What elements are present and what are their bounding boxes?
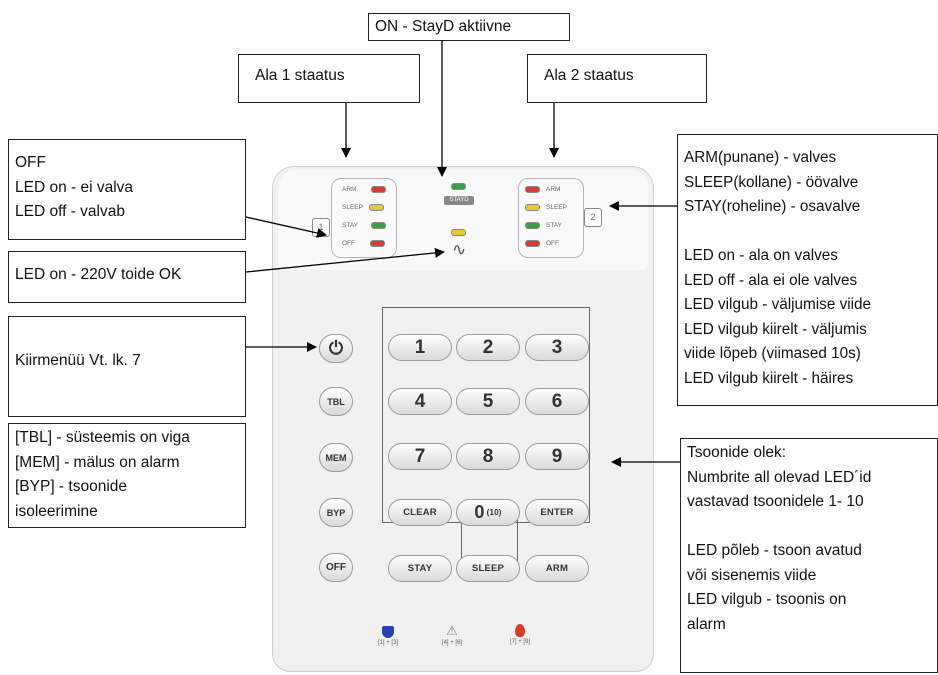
- power-callout: LED on - 220V toide OK: [8, 251, 246, 303]
- zones-info-line-6: või sisenemis viide: [687, 566, 817, 584]
- led-label-off: OFF: [342, 239, 355, 247]
- arm-info-line-3: STAY(roheline) - osavalve: [684, 198, 861, 215]
- zones-info-line-5: LED põleb - tsoon avatud: [687, 542, 862, 559]
- area1-off-led: [370, 239, 385, 247]
- area2-sleep-led: [525, 203, 540, 211]
- arm-info-line-1: ARM(punane) - valves: [684, 149, 837, 166]
- led-label-stay-2: STAY: [546, 221, 563, 229]
- off-callout: OFF LED on - ei valva LED off - valvab: [8, 139, 246, 240]
- enter-button[interactable]: ENTER: [525, 499, 589, 526]
- zones-info-callout: Tsoonide olek: Numbrite all olevad LED´i…: [680, 438, 938, 673]
- led-label-arm: ARM: [342, 185, 357, 193]
- arm-info-line-6: LED off - ala ei ole valves: [684, 271, 858, 289]
- area1-stay-led: [371, 221, 387, 229]
- off-button[interactable]: OFF: [319, 553, 353, 582]
- sleep-button[interactable]: SLEEP: [456, 555, 520, 582]
- arm-info-line-2: SLEEP(kollane) - öövalve: [684, 173, 859, 191]
- arm-info-callout: ARM(punane) - valves SLEEP(kollane) - öö…: [677, 134, 938, 406]
- area1-sleep-led: [368, 203, 384, 211]
- key-5[interactable]: 5: [456, 388, 520, 415]
- quick-menu-button[interactable]: ⏻: [319, 334, 353, 363]
- fire-icon: [515, 624, 525, 637]
- area2-off-led: [525, 239, 540, 247]
- arm-button[interactable]: ARM: [525, 555, 589, 582]
- off-callout-line-2: LED on - ei valva: [15, 178, 134, 196]
- stay-button[interactable]: STAY: [388, 555, 452, 582]
- quick-menu-callout: Kiirmenüü Vt. lk. 7: [8, 316, 246, 417]
- medical-panic-keys: [4] + [6]: [441, 640, 463, 646]
- area2-callout-text: Ala 2 staatus: [544, 67, 634, 84]
- arm-info-line-9: viide lõpeb (viimased 10s): [684, 345, 861, 362]
- arm-info-line-5: LED on - ala on valves: [684, 247, 838, 264]
- key-8[interactable]: 8: [456, 443, 520, 470]
- zones-info-line-2: Numbrite all olevad LED´id: [687, 468, 872, 486]
- key-7[interactable]: 7: [388, 443, 452, 470]
- led-label-stay: STAY: [342, 221, 359, 229]
- arm-info-line-8: LED vilgub kiirelt - väljumis: [684, 320, 867, 338]
- key-0[interactable]: 0(10): [456, 499, 520, 526]
- key-6[interactable]: 6: [525, 388, 589, 415]
- zones-info-line-1: Tsoonide olek:: [687, 444, 787, 461]
- area2-led-group: ARM SLEEP STAY OFF: [518, 178, 584, 258]
- led-label-arm-2: ARM: [546, 185, 561, 193]
- led-label-sleep-2: SLEEP: [546, 203, 567, 211]
- key-2[interactable]: 2: [456, 334, 520, 361]
- key-9[interactable]: 9: [525, 443, 589, 470]
- area1-arm-led: [371, 185, 387, 193]
- power-callout-text: LED on - 220V toide OK: [15, 266, 182, 283]
- key-3[interactable]: 3: [525, 334, 589, 361]
- area2-stay-led: [525, 221, 540, 229]
- function-keys-line-4: isoleerimine: [15, 502, 98, 520]
- led-label-off-2: OFF: [546, 239, 559, 247]
- area2-badge-icon: 2: [584, 208, 602, 227]
- area1-callout-text: Ala 1 staatus: [255, 67, 345, 84]
- fire-panic[interactable]: [7] + [9]: [499, 624, 541, 645]
- function-keys-line-3: [BYP] - tsoonide: [15, 478, 128, 495]
- function-keys-line-1: [TBL] - süsteemis on viga: [15, 429, 190, 446]
- police-panic[interactable]: [1] + [3]: [367, 626, 409, 646]
- stayd-callout-text: ON - StayD aktiivne: [375, 18, 512, 35]
- area1-callout: Ala 1 staatus: [238, 54, 420, 103]
- zones-info-line-4: [687, 515, 931, 540]
- area2-arm-led: [525, 185, 540, 193]
- stayd-callout: ON - StayD aktiivne: [368, 13, 570, 41]
- zones-info-line-3: vastavad tsoonidele 1- 10: [687, 493, 864, 510]
- fire-panic-keys: [7] + [9]: [509, 639, 531, 645]
- area1-led-group: ARM SLEEP STAY OFF: [331, 178, 397, 258]
- arm-info-line-7: LED vilgub - väljumise viide: [684, 296, 872, 313]
- ac-power-icon: ∿: [452, 240, 467, 260]
- zones-info-line-8: alarm: [687, 615, 726, 633]
- arm-info-line-10: LED vilgub kiirelt - häires: [684, 369, 854, 387]
- police-panic-keys: [1] + [3]: [377, 640, 399, 646]
- off-callout-line-3: LED off - valvab: [15, 203, 125, 220]
- key-0-label: 0: [474, 502, 485, 522]
- off-callout-line-1: OFF: [15, 154, 46, 171]
- function-keys-line-2: [MEM] - mälus on alarm: [15, 453, 180, 471]
- key-1[interactable]: 1: [388, 334, 452, 361]
- key-0-sublabel: (10): [486, 508, 502, 517]
- area2-callout: Ala 2 staatus: [527, 54, 707, 103]
- key-4[interactable]: 4: [388, 388, 452, 415]
- stayd-label: STAYD: [444, 196, 474, 205]
- stayd-led: [451, 183, 466, 190]
- zones-info-line-7: LED vilgub - tsoonis on: [687, 591, 847, 608]
- police-icon: [382, 626, 394, 638]
- warning-icon: ⚠: [446, 623, 458, 638]
- arm-info-line-4: [684, 220, 931, 245]
- mem-button[interactable]: MEM: [319, 443, 353, 472]
- byp-button[interactable]: BYP: [319, 498, 353, 527]
- tbl-button[interactable]: TBL: [319, 387, 353, 416]
- led-label-sleep: SLEEP: [342, 203, 363, 211]
- medical-panic[interactable]: ⚠ [4] + [6]: [431, 623, 473, 647]
- clear-button[interactable]: CLEAR: [388, 499, 452, 526]
- quick-menu-callout-text: Kiirmenüü Vt. lk. 7: [15, 352, 141, 369]
- function-keys-callout: [TBL] - süsteemis on viga [MEM] - mälus …: [8, 423, 246, 528]
- power-led: [451, 229, 466, 236]
